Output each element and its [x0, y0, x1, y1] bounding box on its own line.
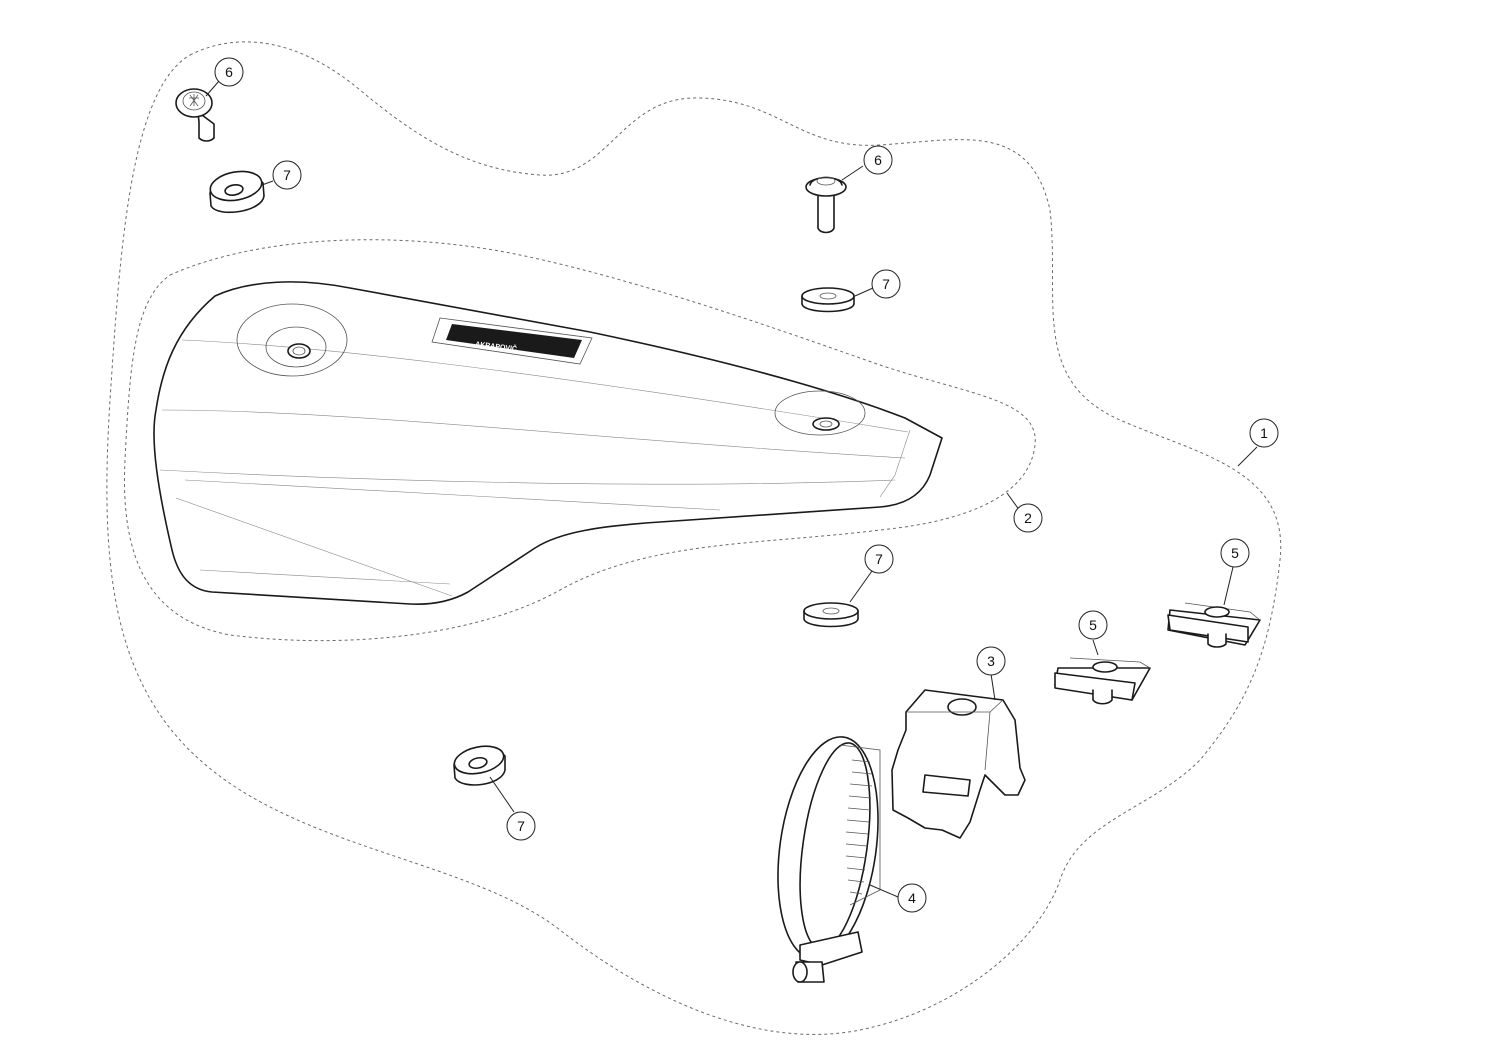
- callout-6-middle: 6: [863, 145, 893, 175]
- svg-text:6: 6: [874, 152, 882, 168]
- washer-top-left: [209, 170, 265, 214]
- hose-clamp: [777, 736, 881, 983]
- callout-3: 3: [976, 646, 1006, 676]
- heat-shield: AKRAPOVIČ: [153, 281, 943, 605]
- washer-middle-upper: [801, 287, 855, 313]
- screw-top-left: [175, 88, 215, 142]
- callout-4: 4: [897, 883, 927, 913]
- callout-5-left: 5: [1078, 610, 1108, 640]
- mounting-bracket: [891, 689, 1026, 839]
- washer-bottom-left: [453, 745, 506, 786]
- washer-middle-lower: [803, 602, 859, 628]
- svg-text:7: 7: [875, 551, 883, 567]
- callout-5-right: 5: [1220, 538, 1250, 568]
- svg-text:7: 7: [517, 818, 525, 834]
- callout-7-bottom-left: 7: [506, 811, 536, 841]
- svg-text:3: 3: [987, 653, 995, 669]
- svg-text:5: 5: [1231, 545, 1239, 561]
- svg-text:2: 2: [1024, 510, 1032, 526]
- svg-text:5: 5: [1089, 617, 1097, 633]
- clip-nut-right: [1167, 602, 1261, 648]
- shield-outline-dashed: [123, 239, 1036, 642]
- clip-nut-left: [1054, 657, 1151, 705]
- svg-text:7: 7: [283, 167, 291, 183]
- callout-6-top-left: 6: [214, 57, 244, 87]
- callout-7-top-left: 7: [272, 160, 302, 190]
- screw-middle: [805, 176, 847, 234]
- callout-2: 2: [1013, 503, 1043, 533]
- svg-text:1: 1: [1260, 425, 1268, 441]
- callout-7-middle-upper: 7: [871, 269, 901, 299]
- svg-text:4: 4: [908, 890, 916, 906]
- callout-7-middle-lower: 7: [864, 544, 894, 574]
- callout-1: 1: [1249, 418, 1279, 448]
- svg-text:6: 6: [225, 64, 233, 80]
- kit-outline-dashed: [106, 41, 1282, 1035]
- svg-text:7: 7: [882, 276, 890, 292]
- brand-logo-plate: [446, 324, 582, 358]
